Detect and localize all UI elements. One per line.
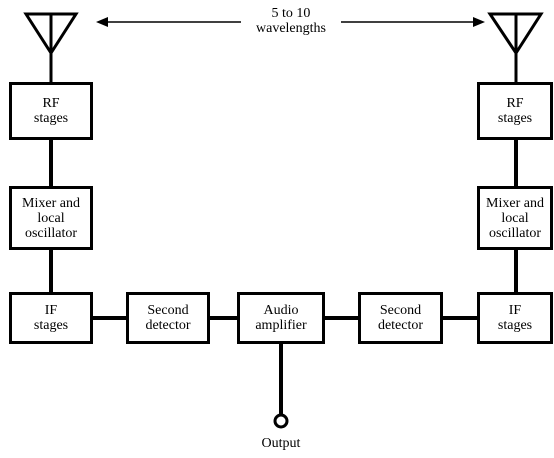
left-mixer-box: Mixer and local oscillator xyxy=(9,186,93,250)
spacing-label: 5 to 10 wavelengths xyxy=(256,6,326,36)
right-if-stages-box: IF stages xyxy=(477,292,553,344)
right-mixer-box: Mixer and local oscillator xyxy=(477,186,553,250)
vertical-connectors xyxy=(49,140,518,292)
spacing-arrow xyxy=(96,17,485,27)
output-terminal-icon xyxy=(273,413,289,429)
left-second-detector-box: Second detector xyxy=(126,292,210,344)
output-label: Output xyxy=(261,436,301,451)
left-if-stages-box: IF stages xyxy=(9,292,93,344)
right-second-detector-box: Second detector xyxy=(358,292,443,344)
left-antenna-icon xyxy=(23,12,79,82)
right-antenna-icon xyxy=(487,12,544,82)
right-rf-stages-box: RF stages xyxy=(477,82,553,140)
audio-amplifier-box: Audio amplifier xyxy=(237,292,325,344)
left-rf-stages-box: RF stages xyxy=(9,82,93,140)
